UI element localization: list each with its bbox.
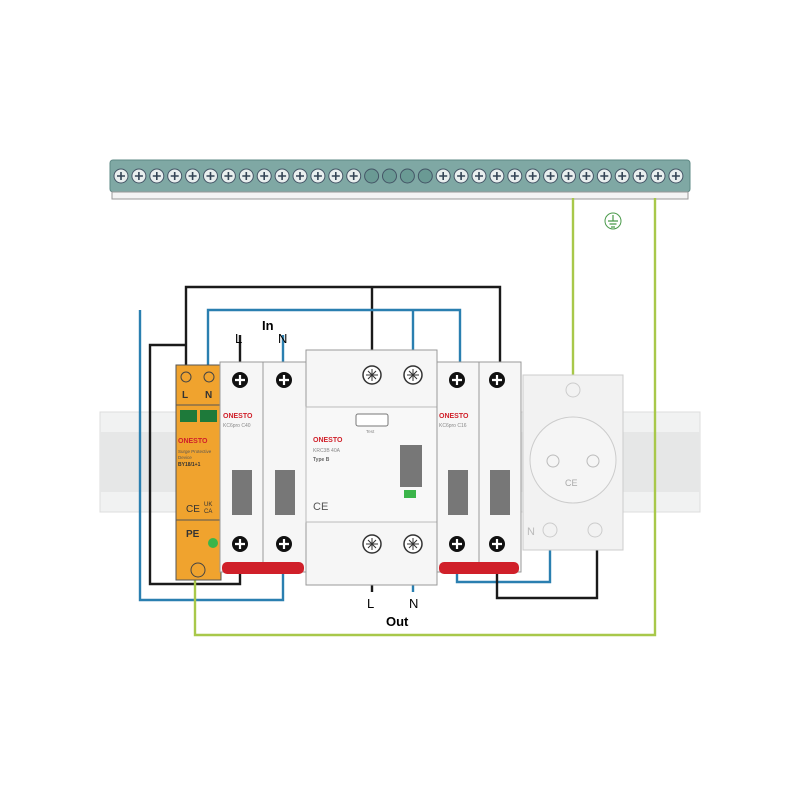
terminal-screw-icon xyxy=(276,536,292,552)
in-n-label: N xyxy=(278,331,287,346)
in-label: In xyxy=(262,318,274,333)
out-label: Out xyxy=(386,614,409,629)
busbar-screw-icon xyxy=(382,168,397,184)
spd-l-label: L xyxy=(182,390,188,401)
busbar-screw-icon xyxy=(578,168,594,184)
busbar-screw-icon xyxy=(238,168,254,184)
busbar-screw-icon xyxy=(149,168,165,184)
earth-symbol-icon xyxy=(604,212,622,230)
terminal-screw-icon xyxy=(449,372,465,388)
busbar-screw-icon xyxy=(113,168,129,184)
mcb-c16-brand: ONESTO xyxy=(439,413,469,420)
socket-n-label: N xyxy=(527,526,535,538)
busbar-screw-icon xyxy=(543,168,559,184)
mcb-c40-brand: ONESTO xyxy=(223,413,253,420)
busbar-screw-icon xyxy=(435,168,451,184)
socket-ce-mark: CE xyxy=(565,478,578,488)
terminal-screw-icon xyxy=(232,536,248,552)
spd-brand: ONESTO xyxy=(178,438,208,445)
rcd-test-label: Test xyxy=(366,429,375,434)
out-l-label: L xyxy=(367,596,374,611)
busbar-screw-icon xyxy=(650,168,666,184)
neutral-wire-supply xyxy=(138,308,462,602)
din-socket xyxy=(522,374,624,551)
rcd-terminal-screw-icon xyxy=(362,534,382,554)
busbar-screw-icon xyxy=(203,168,218,184)
busbar-screw-icon xyxy=(220,168,236,184)
spd-ukca-2: CA xyxy=(204,509,212,515)
wires xyxy=(138,198,657,637)
busbar-screw-icon xyxy=(614,168,630,184)
earth-busbar xyxy=(109,159,691,200)
rcd-model: KRC3B 40A xyxy=(313,448,341,454)
mcb-c16-model: KC6pro C16 xyxy=(439,423,467,429)
busbar-screw-icon xyxy=(328,168,344,184)
out-n-label: N xyxy=(409,596,418,611)
rcd-ce-mark: CE xyxy=(313,501,328,513)
rcd-terminal-screw-icon xyxy=(403,534,423,554)
spd-pe-label: PE xyxy=(186,529,200,540)
busbar-screw-icon xyxy=(346,168,362,184)
busbar-screw-icon xyxy=(185,168,201,184)
in-l-label: L xyxy=(235,331,242,346)
busbar-screw-icon xyxy=(596,168,612,184)
busbar-screw-icon xyxy=(131,168,147,184)
busbar-screw-icon xyxy=(489,168,505,184)
busbar-screw-icon xyxy=(507,168,523,184)
terminal-screw-icon xyxy=(276,372,292,388)
terminal-screw-icon xyxy=(489,536,505,552)
terminal-screw-icon xyxy=(489,372,505,388)
busbar-screw-icon xyxy=(668,168,684,184)
rcd-type: Type B xyxy=(313,457,330,463)
busbar-screw-icon xyxy=(399,168,415,184)
spd-ce-mark: CE xyxy=(186,504,200,515)
earth-wire xyxy=(193,198,657,637)
busbar-screw-icon xyxy=(310,168,326,184)
rcd-terminal-screw-icon xyxy=(403,365,423,385)
spd-title-1: Surge Protective xyxy=(178,449,212,454)
spd-n-label: N xyxy=(205,390,212,401)
busbar-screw-icon xyxy=(167,168,183,184)
rcd-terminal-screw-icon xyxy=(362,365,382,385)
busbar-screw-icon xyxy=(471,168,487,184)
spd-ukca-1: UK xyxy=(204,502,212,508)
busbar-screw-icon xyxy=(256,168,272,184)
busbar-screw-icon xyxy=(525,168,541,184)
mcb-c40-model: KC6pro C40 xyxy=(223,423,251,429)
busbar-screw-icon xyxy=(561,168,576,184)
surge-protective-device xyxy=(175,364,222,581)
busbar-screw-icon xyxy=(453,168,469,184)
busbar-screw-icon xyxy=(364,168,380,184)
rcd-brand: ONESTO xyxy=(313,437,343,444)
spd-title-2: Device xyxy=(178,455,192,460)
terminal-screw-icon xyxy=(449,536,465,552)
terminal-screw-icon xyxy=(232,372,248,388)
busbar-screw-icon xyxy=(292,168,308,184)
busbar-screw-icon xyxy=(632,168,648,184)
spd-model: BY18/1+1 xyxy=(178,462,201,468)
busbar-screw-icon xyxy=(274,168,290,184)
busbar-screw-icon xyxy=(417,168,433,184)
